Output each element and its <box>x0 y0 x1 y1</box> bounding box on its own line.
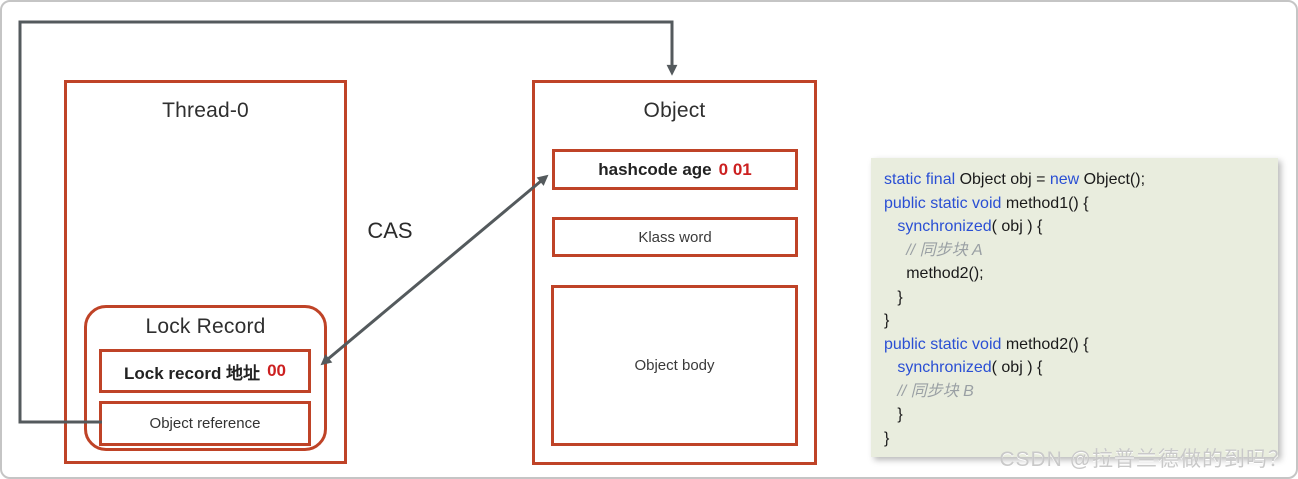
code-line: synchronized( obj ) { <box>897 359 1043 376</box>
code-line: static final Object obj = new Object(); <box>884 171 1146 188</box>
mark-word-value: 0 01 <box>718 159 752 179</box>
mark-word-row: hashcode age 0 01 <box>552 149 798 190</box>
code-lines: static final Object obj = new Object(); p… <box>884 168 1272 450</box>
lock-record-address-value: 00 <box>267 361 286 380</box>
object-body-label: Object body <box>634 357 715 374</box>
object-reference-label: Object reference <box>149 415 261 432</box>
thread-box: Thread-0 Lock Record Lock record 地址 00 O… <box>64 80 347 464</box>
code-line: } <box>884 429 890 447</box>
cas-arrow <box>320 174 549 366</box>
object-body-row: Object body <box>551 285 798 446</box>
lock-record-address-row: Lock record 地址 00 <box>99 349 311 393</box>
object-box: Object hashcode age 0 01 Klass word Obje… <box>532 80 817 465</box>
object-box-title: Object <box>643 99 706 122</box>
code-line: } <box>884 312 890 329</box>
klass-word-row: Klass word <box>552 217 798 257</box>
mark-word-label: hashcode age <box>598 159 712 179</box>
code-line: method2(); <box>884 265 984 282</box>
thread-box-title: Thread-0 <box>162 99 249 122</box>
cas-label: CAS <box>367 218 413 243</box>
lock-record-address-label: Lock record 地址 <box>124 363 261 383</box>
lock-record-box: Lock Record Lock record 地址 00 Object ref… <box>84 305 327 451</box>
code-panel: static final Object obj = new Object(); p… <box>871 158 1278 457</box>
code-line: } <box>884 406 903 423</box>
watermark: CSDN @拉普兰德做的到吗？ <box>999 448 1290 471</box>
object-reference-row: Object reference <box>99 401 311 446</box>
code-line: public static void method1() { <box>884 194 1089 212</box>
code-line: } <box>884 288 903 306</box>
lock-record-title: Lock Record <box>145 315 266 338</box>
code-line: // 同步块 B <box>897 382 974 400</box>
klass-word-label: Klass word <box>638 228 712 246</box>
code-line: synchronized( obj ) { <box>897 218 1043 235</box>
code-line: // 同步块 A <box>906 241 983 259</box>
code-line: public static void method2() { <box>884 335 1089 353</box>
